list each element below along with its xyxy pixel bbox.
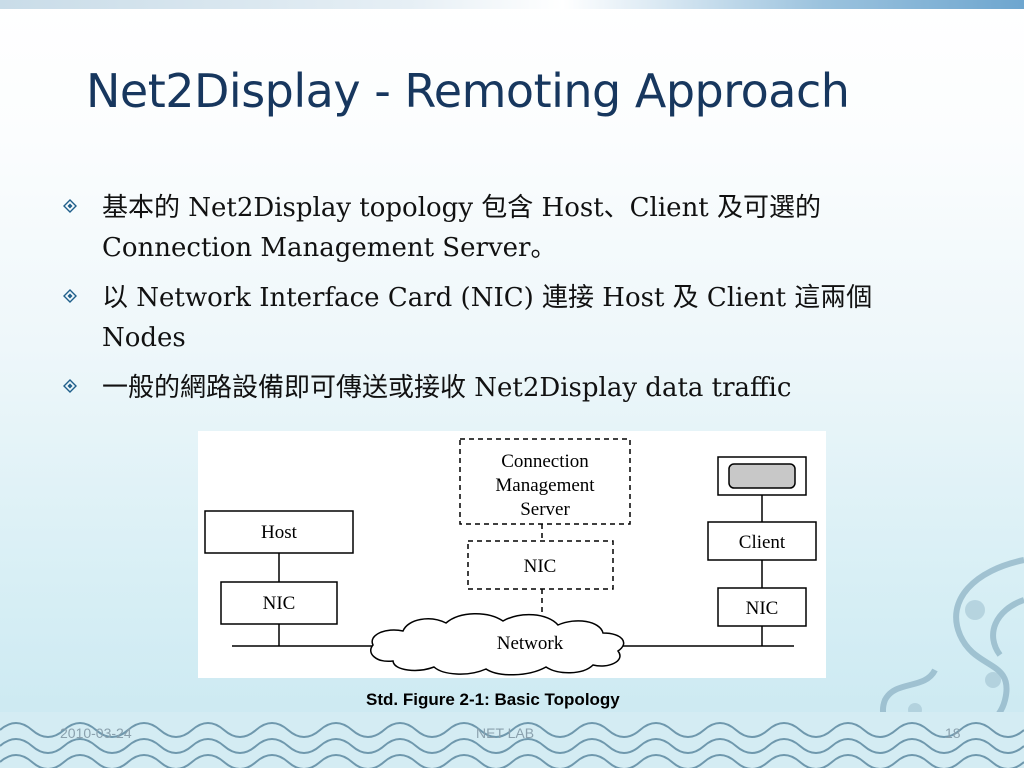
diamond-bullet-icon xyxy=(62,378,78,394)
client-nic-box xyxy=(717,587,807,627)
bullet-text: 基本的 Net2Display topology 包含 Host、Client … xyxy=(102,193,822,263)
client-label: Client xyxy=(739,532,786,553)
bullet-item: 一般的網路設備即可傳送或接收 Net2Display data traffic xyxy=(62,368,942,408)
diamond-bullet-icon xyxy=(62,198,78,214)
topology-figure: Host NIC Connection Management Server NI… xyxy=(198,431,826,678)
cms-nic-box xyxy=(467,540,614,590)
footer-center-text: NET LAB xyxy=(476,725,535,741)
wave-decoration xyxy=(0,712,1024,768)
bullet-text: 以 Network Interface Card (NIC) 連接 Host 及… xyxy=(102,283,873,353)
topology-diagram: Host NIC Connection Management Server NI… xyxy=(204,438,817,676)
host-nic-box xyxy=(220,581,338,625)
bullet-item: 基本的 Net2Display topology 包含 Host、Client … xyxy=(62,188,942,268)
bullet-list: 基本的 Net2Display topology 包含 Host、Client … xyxy=(62,188,942,418)
cms-label-line-2: Management xyxy=(495,475,595,496)
network-cloud xyxy=(370,613,625,676)
cms-nic-label: NIC xyxy=(524,556,557,577)
cms-label-line-3: Server xyxy=(520,499,570,520)
client-box xyxy=(707,521,817,561)
network-label: Network xyxy=(497,633,564,654)
page-number: 18 xyxy=(945,725,961,741)
figure-caption: Std. Figure 2-1: Basic Topology xyxy=(366,690,620,709)
bullet-item: 以 Network Interface Card (NIC) 連接 Host 及… xyxy=(62,278,942,358)
client-screen xyxy=(728,463,796,489)
host-nic-label: NIC xyxy=(263,593,296,614)
client-nic-label: NIC xyxy=(746,598,779,619)
slide-title: Net2Display - Remoting Approach xyxy=(86,64,850,118)
cms-label-line-1: Connection xyxy=(501,451,589,472)
bullet-text: 一般的網路設備即可傳送或接收 Net2Display data traffic xyxy=(102,373,792,403)
cms-box xyxy=(459,438,631,525)
footer-date: 2010-03-24 xyxy=(60,725,132,741)
top-decor-band xyxy=(0,0,1024,9)
host-label: Host xyxy=(261,522,298,543)
diamond-bullet-icon xyxy=(62,288,78,304)
